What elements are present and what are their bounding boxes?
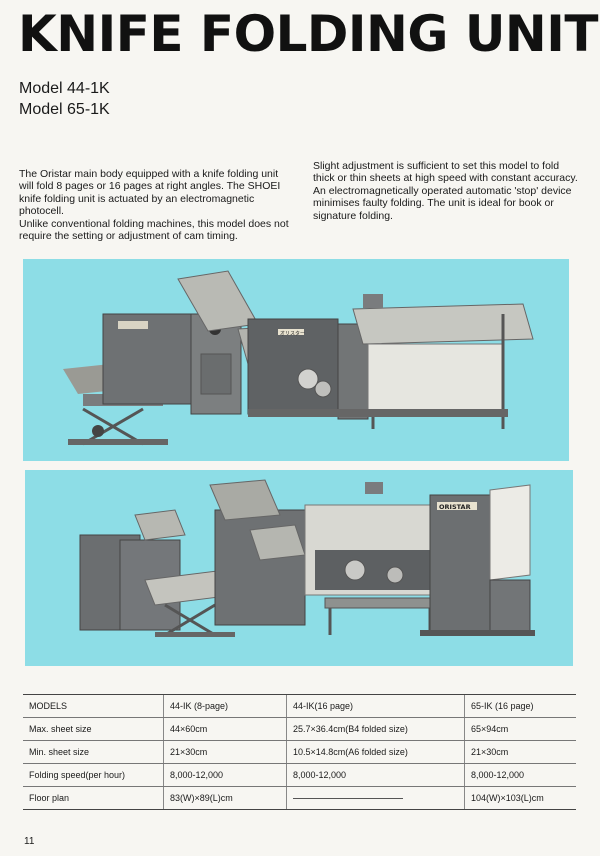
table-cell: 8,000-12,000 [163, 763, 287, 787]
model-name: Model 44-1K [19, 80, 110, 97]
table-header-row: MODELS 44-IK (8-page) 44-IK(16 page) 65-… [23, 694, 576, 718]
model-list: Model 44-1K Model 65-1K [19, 78, 110, 120]
page-number: 11 [24, 836, 35, 847]
table-cell: 44×60cm [163, 717, 287, 741]
table-cell: 83(W)×89(L)cm [163, 786, 287, 810]
page-title: KNIFE FOLDING UNIT [18, 5, 599, 63]
machine-plate: オリスター [280, 330, 305, 337]
table-cell: 10.5×14.8cm(A6 folded size) [286, 740, 465, 764]
intro-paragraph: Slight adjustment is sufficient to set t… [313, 160, 578, 222]
intro-paragraph: The Oristar main body equipped with a kn… [19, 168, 281, 218]
table-cell: Folding speed(per hour) [23, 763, 164, 787]
table-cell: Min. sheet size [23, 740, 164, 764]
table-cell: 8,000-12,000 [464, 763, 576, 787]
table-cell: 8,000-12,000 [286, 763, 465, 787]
table-cell: 65×94cm [464, 717, 576, 741]
table-cell: Floor plan [23, 786, 164, 810]
table-cell: 25.7×36.4cm(B4 folded size) [286, 717, 465, 741]
intro-right-column: Slight adjustment is sufficient to set t… [313, 160, 581, 222]
machine-photo-bottom: ORISTAR [25, 470, 573, 666]
intro-paragraph: Unlike conventional folding machines, th… [19, 217, 289, 243]
table-cell: 65-IK (16 page) [464, 694, 576, 718]
table-cell: 104(W)×103(L)cm [464, 786, 576, 810]
table-cell: 21×30cm [464, 740, 576, 764]
table-cell: MODELS [23, 694, 164, 718]
model-name: Model 65-1K [19, 101, 110, 118]
table-cell: Max. sheet size [23, 717, 164, 741]
specifications-table: MODELS 44-IK (8-page) 44-IK(16 page) 65-… [23, 694, 576, 810]
machine-photo-top: オリスター [23, 259, 569, 461]
table-row: Folding speed(per hour) 8,000-12,000 8,0… [23, 763, 576, 787]
table-row: Min. sheet size 21×30cm 10.5×14.8cm(A6 f… [23, 740, 576, 764]
folding-unit-line-photo: オリスター [23, 259, 569, 461]
oristar-machine-photo: ORISTAR [25, 470, 573, 666]
dash-line [293, 798, 403, 800]
table-row: Max. sheet size 44×60cm 25.7×36.4cm(B4 f… [23, 717, 576, 741]
table-cell: 44-IK (8-page) [163, 694, 287, 718]
intro-left-column: The Oristar main body equipped with a kn… [19, 168, 294, 242]
table-cell: 21×30cm [163, 740, 287, 764]
table-row: Floor plan 83(W)×89(L)cm 104(W)×103(L)cm [23, 786, 576, 810]
oristar-brand-plate: ORISTAR [439, 503, 471, 511]
table-cell-empty [286, 786, 465, 810]
table-cell: 44-IK(16 page) [286, 694, 465, 718]
